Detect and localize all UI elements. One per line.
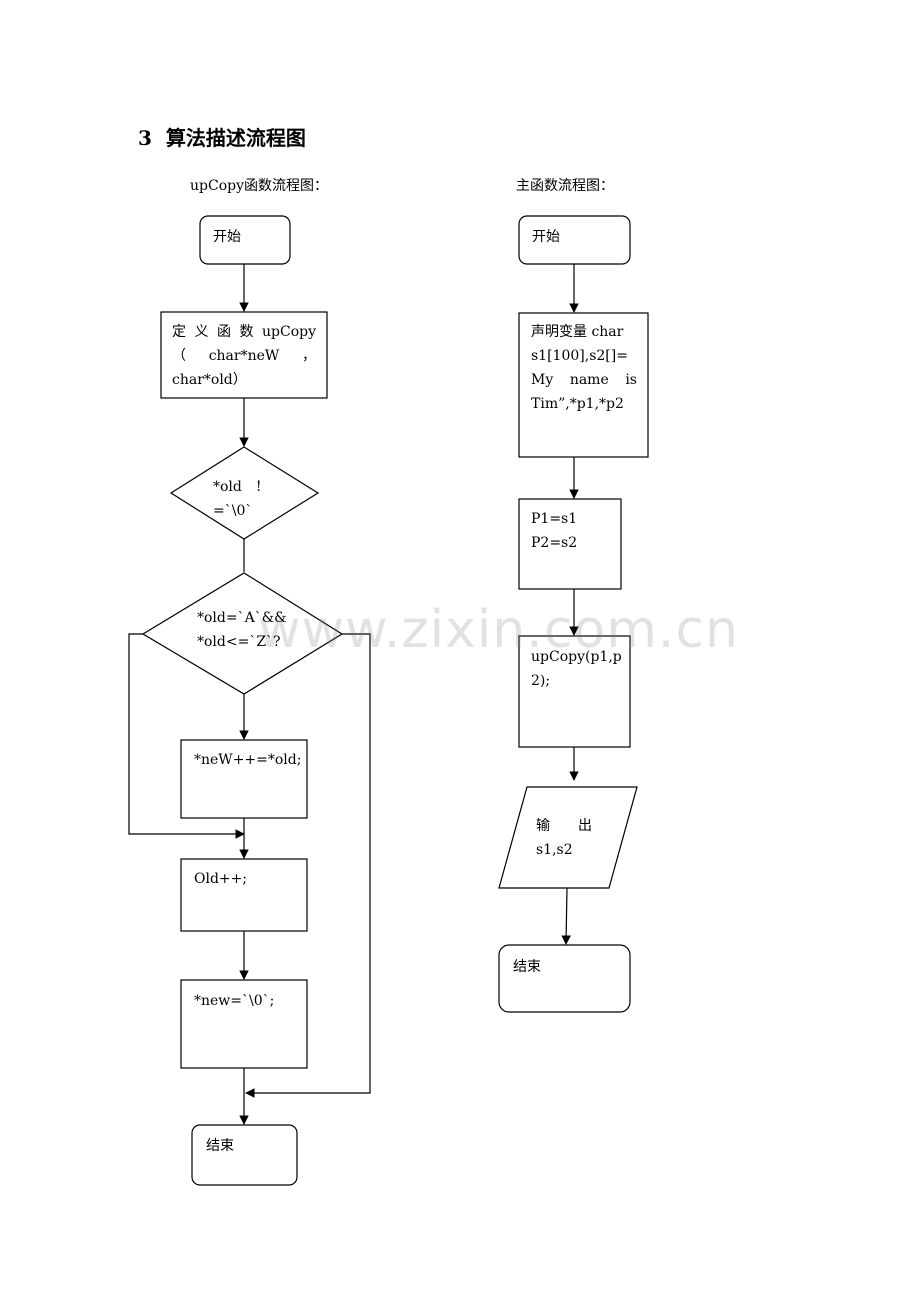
left-start-label: 开始 xyxy=(213,229,241,245)
left-start-node xyxy=(199,215,291,265)
left-define-line-1: 定 义 函 数 upCopy xyxy=(172,324,316,340)
arrow-loop-exit xyxy=(245,633,371,1098)
left-cond1-line-1: *old ! xyxy=(213,479,262,495)
right-end-node xyxy=(498,944,631,1013)
left-end-node xyxy=(191,1124,298,1186)
left-define-text: 定 义 函 数 upCopy （ char*neW ， char*old） xyxy=(172,320,316,392)
section-heading: 3 算法描述流程图 xyxy=(138,122,306,151)
left-define-line-3: char*old） xyxy=(172,372,247,388)
right-declare-text: 声明变量 char s1[100],s2[]= My name is Tim”,… xyxy=(531,320,637,416)
left-cond1-text: *old ! =`\0` xyxy=(213,475,262,523)
right-output-node xyxy=(498,786,638,889)
right-declare-line-1: 声明变量 char xyxy=(531,324,624,340)
left-term-text: *new=`\0`; xyxy=(194,993,275,1009)
right-declare-node xyxy=(518,312,649,458)
left-cond2-text: *old=`A`&& *old<=`Z`? xyxy=(197,606,287,654)
right-declare-line-4: Tim”,*p1,*p2 xyxy=(531,396,624,412)
right-pointers-line-1: P1=s1 xyxy=(531,511,578,527)
right-pointers-line-2: P2=s2 xyxy=(531,535,578,551)
right-call-line-1: upCopy(p1,p xyxy=(531,649,622,665)
right-flow-caption: 主函数流程图： xyxy=(516,178,614,194)
section-title: 算法描述流程图 xyxy=(165,126,306,150)
arrow-output-end xyxy=(561,887,571,945)
right-call-line-2: 2); xyxy=(531,673,551,689)
right-pointers-node xyxy=(518,498,622,590)
right-call-text: upCopy(p1,p 2); xyxy=(531,645,622,693)
left-flow-caption: upCopy函数流程图： xyxy=(190,178,328,194)
left-inc-text: Old++; xyxy=(194,871,248,887)
arrow-cond2-no-bypass xyxy=(128,633,245,839)
section-number: 3 xyxy=(138,126,152,150)
left-cond1-line-2: =`\0` xyxy=(213,503,253,519)
right-pointers-text: P1=s1 P2=s2 xyxy=(531,507,577,555)
right-end-label: 结束 xyxy=(513,959,541,975)
right-output-text: 输 出 s1,s2 xyxy=(536,814,592,862)
left-define-line-2: （ char*neW ， xyxy=(172,348,316,364)
left-cond2-line-1: *old=`A`&& xyxy=(197,610,287,626)
left-assign-text: *neW++=*old; xyxy=(194,752,302,768)
left-end-label: 结束 xyxy=(206,1138,234,1154)
right-output-line-2: s1,s2 xyxy=(536,842,573,858)
left-cond2-line-2: *old<=`Z`? xyxy=(197,634,281,650)
right-output-line-1: 输 出 xyxy=(536,818,592,834)
watermark: www.zixin.com.cn xyxy=(258,600,739,660)
right-declare-line-2: s1[100],s2[]= xyxy=(531,348,628,364)
right-start-label: 开始 xyxy=(532,229,560,245)
right-declare-line-3: My name is xyxy=(531,372,637,388)
